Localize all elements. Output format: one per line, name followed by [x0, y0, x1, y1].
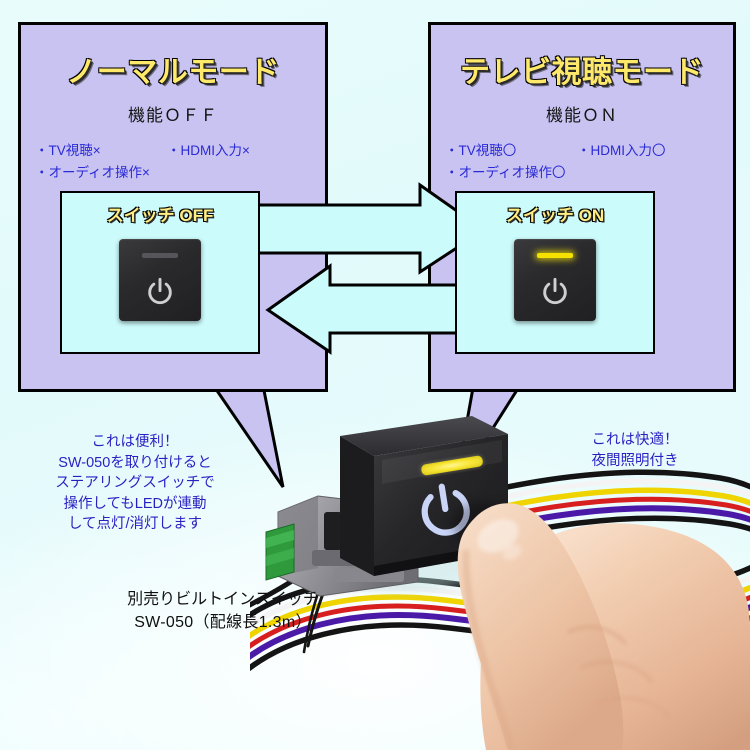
pressing-finger — [452, 502, 750, 750]
feature-audio: ・オーディオ操作〇 — [445, 164, 566, 180]
feature-row: ・オーディオ操作〇 — [445, 162, 719, 184]
led-indicator-on — [537, 253, 573, 258]
callout-convenient: これは便利！ SW-050を取り付けると ステアリングスイッチで 操作してもLE… — [55, 434, 215, 533]
panel-left-title: ノーマルモード — [66, 55, 280, 89]
product-caption: 別売りビルトインスイッチ SW-050（配線長1.3m） — [58, 588, 388, 634]
panel-left-subtitle: 機能ＯＦＦ — [128, 106, 218, 125]
feature-row: ・オーディオ操作× — [35, 162, 311, 184]
product-caption-line2: SW-050（配線長1.3m） — [134, 614, 312, 632]
feature-tv: ・TV視聴〇 — [445, 143, 517, 158]
panel-right-title: テレビ視聴モード — [459, 55, 704, 89]
panel-right-subtitle: 機能ＯＮ — [546, 106, 618, 125]
feature-blank — [167, 162, 311, 184]
power-icon — [540, 277, 570, 307]
feature-row: ・TV視聴× ・HDMI入力× — [35, 140, 311, 162]
switch-on-label: スイッチ ON — [505, 206, 605, 225]
callout-comfortable: これは快適！ 夜間照明付き — [591, 432, 679, 469]
switch-unit-on — [514, 239, 596, 321]
feature-tv: ・TV視聴× — [35, 143, 101, 158]
feature-audio: ・オーディオ操作× — [35, 164, 150, 180]
product-caption-line1: 別売りビルトインスイッチ — [127, 591, 319, 608]
power-icon — [145, 277, 175, 307]
led-indicator-off — [142, 253, 178, 258]
switch-off-label: スイッチ OFF — [106, 206, 214, 225]
panel-right-feature-list: ・TV視聴〇 ・HDMI入力〇 ・オーディオ操作〇 — [431, 140, 733, 184]
feature-row: ・TV視聴〇 ・HDMI入力〇 — [445, 140, 719, 162]
feature-hdmi: ・HDMI入力× — [167, 143, 250, 158]
switch-demo-card-off: スイッチ OFF — [60, 191, 260, 354]
feature-hdmi: ・HDMI入力〇 — [577, 143, 666, 158]
panel-left-feature-list: ・TV視聴× ・HDMI入力× ・オーディオ操作× — [21, 140, 325, 184]
switch-unit-off — [119, 239, 201, 321]
feature-blank — [577, 162, 719, 184]
switch-demo-card-on: スイッチ ON — [455, 191, 655, 354]
